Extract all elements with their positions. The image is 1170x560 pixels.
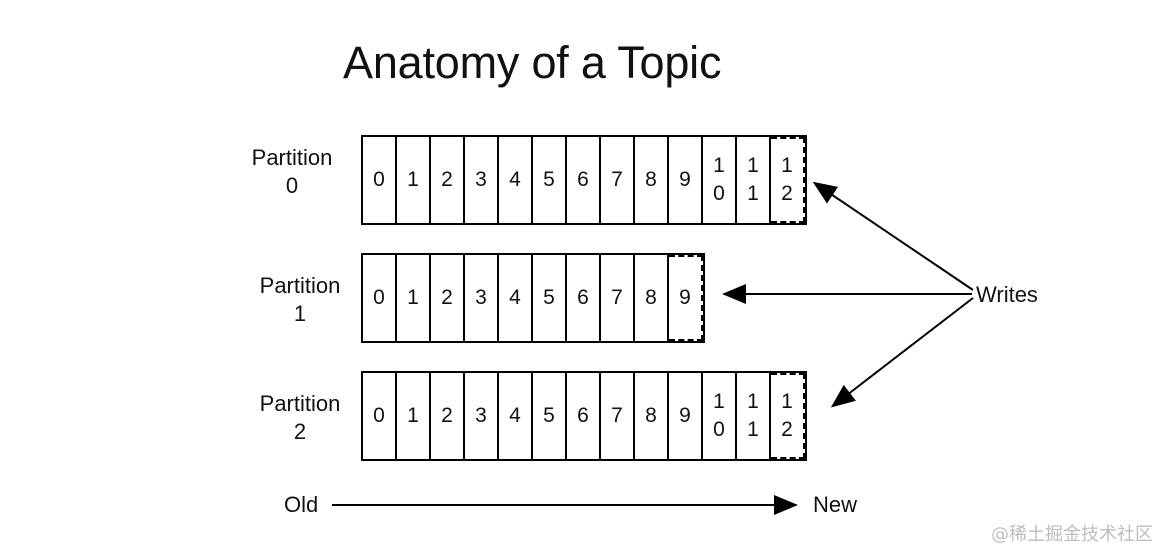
offset-digit: 2 <box>781 418 793 441</box>
offset-digit: 1 <box>747 390 759 413</box>
write-arrow-partition-0 <box>812 181 974 291</box>
offset-digit: 8 <box>645 168 657 191</box>
offset-digit: 1 <box>713 154 725 177</box>
offset-digit: 1 <box>781 390 793 413</box>
offset-digit: 2 <box>781 182 793 205</box>
write-arrow-partition-2 <box>830 297 974 408</box>
offset-digit: 5 <box>543 168 555 191</box>
partition-1-offset-0: 0 <box>363 255 397 341</box>
offset-digit: 9 <box>679 168 691 191</box>
partition-1-offset-7: 7 <box>601 255 635 341</box>
offset-digit: 2 <box>441 286 453 309</box>
partition-1-offset-2: 2 <box>431 255 465 341</box>
offset-digit: 7 <box>611 404 623 427</box>
partition-0-label-line2: 0 <box>285 173 299 198</box>
partition-2-offset-3: 3 <box>465 373 499 459</box>
watermark-text: @稀土掘金技术社区 <box>991 524 1153 545</box>
partition-0-offset-4: 4 <box>499 137 533 223</box>
partition-0-offset-8: 8 <box>635 137 669 223</box>
offset-digit: 4 <box>509 286 521 309</box>
partition-1-offset-4: 4 <box>499 255 533 341</box>
partition-2-label-line2: 2 <box>293 419 307 444</box>
partition-0-offset-9: 9 <box>669 137 703 223</box>
offset-digit: 3 <box>475 404 487 427</box>
offset-digit: 1 <box>747 182 759 205</box>
offset-digit: 8 <box>645 286 657 309</box>
partition-2-offset-7: 7 <box>601 373 635 459</box>
offset-digit: 0 <box>373 286 385 309</box>
offset-digit: 4 <box>509 168 521 191</box>
partition-2-offset-4: 4 <box>499 373 533 459</box>
offset-digit: 0 <box>713 182 725 205</box>
offset-digit: 7 <box>611 168 623 191</box>
offset-digit: 8 <box>645 404 657 427</box>
offset-digit: 9 <box>679 286 691 309</box>
partition-2-label-line1: Partition <box>259 391 341 416</box>
offset-digit: 1 <box>747 154 759 177</box>
partition-1-label: Partition 1 <box>240 272 360 328</box>
offset-digit: 6 <box>577 168 589 191</box>
offset-digit: 1 <box>407 404 419 427</box>
offset-digit: 0 <box>373 404 385 427</box>
partition-0-label-line1: Partition <box>251 145 333 170</box>
writes-label: Writes <box>976 282 1038 307</box>
partition-1-offset-8: 8 <box>635 255 669 341</box>
partition-0-offset-0: 0 <box>363 137 397 223</box>
partition-1-offset-1: 1 <box>397 255 431 341</box>
offset-digit: 1 <box>407 286 419 309</box>
partition-2-offset-9: 9 <box>669 373 703 459</box>
diagram-title: Anatomy of a Topic <box>343 37 722 88</box>
partition-0-offset-1: 1 <box>397 137 431 223</box>
offset-digit: 1 <box>407 168 419 191</box>
offset-digit: 9 <box>679 404 691 427</box>
old-label: Old <box>284 492 319 517</box>
offset-digit: 5 <box>543 286 555 309</box>
partition-0-offset-3: 3 <box>465 137 499 223</box>
offset-digit: 3 <box>475 286 487 309</box>
partition-1-label-line2: 1 <box>293 301 307 326</box>
offset-digit: 7 <box>611 286 623 309</box>
offset-digit: 4 <box>509 404 521 427</box>
partition-1-offset-9: 9 <box>669 255 703 341</box>
partition-0-offset-2: 2 <box>431 137 465 223</box>
partition-0-label: Partition 0 <box>232 144 352 200</box>
offset-digit: 6 <box>577 404 589 427</box>
offset-digit: 1 <box>781 154 793 177</box>
partition-2-offset-2: 2 <box>431 373 465 459</box>
partition-2-offset-6: 6 <box>567 373 601 459</box>
offset-digit: 6 <box>577 286 589 309</box>
offset-digit: 3 <box>475 168 487 191</box>
partition-0-offset-5: 5 <box>533 137 567 223</box>
partition-2-offset-1: 1 <box>397 373 431 459</box>
partition-2-label: Partition 2 <box>240 390 360 446</box>
offset-digit: 1 <box>747 418 759 441</box>
new-label: New <box>813 492 858 517</box>
offset-digit: 0 <box>373 168 385 191</box>
offset-digit: 1 <box>713 390 725 413</box>
offset-digit: 5 <box>543 404 555 427</box>
partition-1-label-line1: Partition <box>259 273 341 298</box>
partition-1-offset-3: 3 <box>465 255 499 341</box>
partition-2-offset-5: 5 <box>533 373 567 459</box>
offset-digit: 2 <box>441 404 453 427</box>
partition-2-offset-0: 0 <box>363 373 397 459</box>
partition-1-offset-5: 5 <box>533 255 567 341</box>
partition-2-offset-8: 8 <box>635 373 669 459</box>
offset-digit: 2 <box>441 168 453 191</box>
partition-0-offset-6: 6 <box>567 137 601 223</box>
partition-1-offset-6: 6 <box>567 255 601 341</box>
offset-digit: 0 <box>713 418 725 441</box>
partition-0-offset-7: 7 <box>601 137 635 223</box>
